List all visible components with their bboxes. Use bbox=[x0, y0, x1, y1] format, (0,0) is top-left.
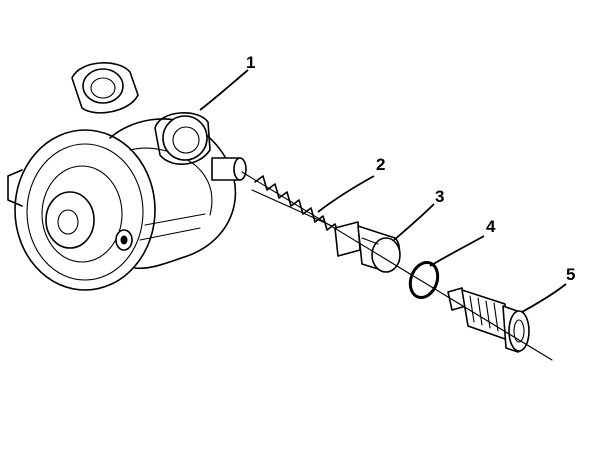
assembly-axis bbox=[241, 171, 553, 361]
pump-housing bbox=[7, 62, 247, 291]
callout-label: 2 bbox=[376, 155, 385, 174]
callout-label: 5 bbox=[566, 265, 575, 284]
callout-label: 3 bbox=[435, 187, 444, 206]
o-ring-seal bbox=[408, 261, 440, 299]
flow-control-spring bbox=[251, 175, 340, 237]
valve-fitting bbox=[447, 287, 530, 353]
callout-3: 3 bbox=[393, 187, 444, 241]
callout-label: 4 bbox=[486, 217, 496, 236]
flow-control-valve bbox=[334, 221, 401, 273]
callout-4: 4 bbox=[429, 217, 496, 267]
callout-2: 2 bbox=[317, 155, 385, 213]
callout-label: 1 bbox=[246, 53, 255, 72]
callout-1: 1 bbox=[199, 53, 255, 111]
callout-5: 5 bbox=[521, 265, 575, 313]
